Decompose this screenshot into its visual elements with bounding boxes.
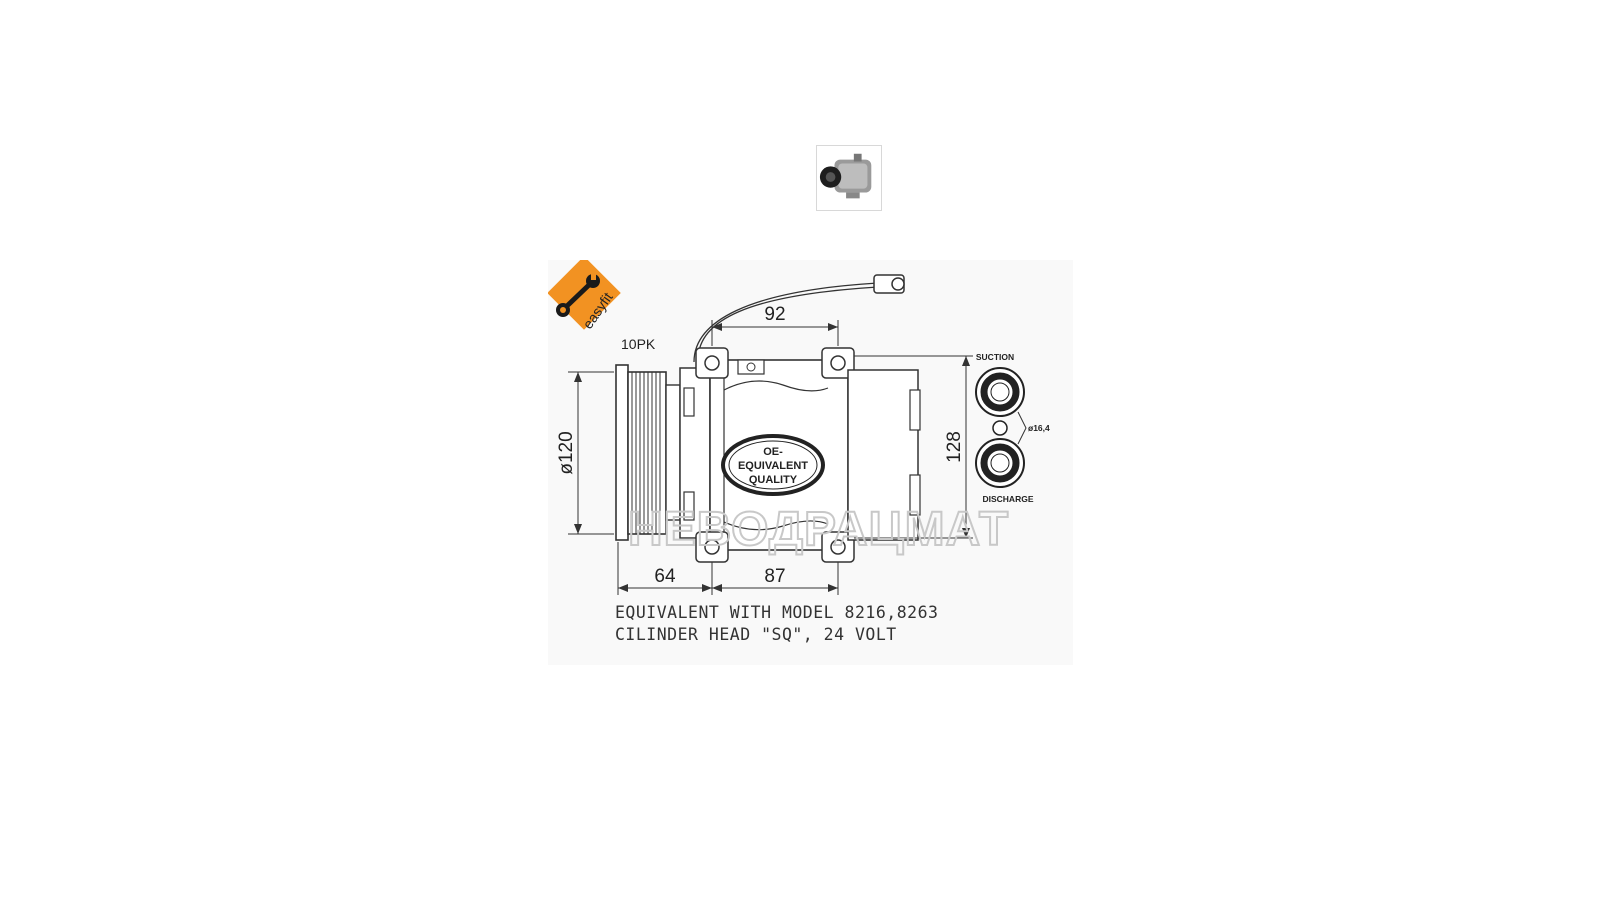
- dimension-pulley: ø120: [556, 371, 614, 535]
- technical-drawing: easyfit 10PK: [548, 260, 1073, 665]
- electrical-connector: [693, 274, 905, 363]
- compressor-photo-icon: [817, 146, 881, 210]
- discharge-label: DISCHARGE: [982, 494, 1033, 504]
- compressor-body: [679, 347, 921, 563]
- oe-line1: OE-: [763, 446, 783, 458]
- wrench-icon: [556, 274, 600, 317]
- dim-bottom-left-value: 64: [654, 566, 676, 587]
- oe-equivalent-badge: OE- EQUIVALENT QUALITY: [721, 434, 825, 496]
- watermark: НЕВОДРАЦМАТ: [628, 503, 1009, 556]
- dim-bottom-right-value: 87: [764, 566, 785, 587]
- belt-label: 10PK: [621, 336, 656, 352]
- oe-line3: QUALITY: [749, 474, 798, 486]
- dim-top-value: 92: [764, 304, 785, 325]
- note-line2: CILINDER HEAD "SQ", 24 VOLT: [615, 625, 897, 644]
- dimension-height: 128: [854, 355, 973, 539]
- pulley: [615, 364, 681, 541]
- port-diameter-label: ø16,4: [1028, 423, 1050, 433]
- port-detail: SUCTION ø16,4 DISCHARGE: [975, 352, 1050, 504]
- dimension-bottom: 64 87: [617, 542, 839, 595]
- oe-line2: EQUIVALENT: [738, 460, 808, 472]
- easyfit-badge: easyfit: [548, 260, 621, 332]
- dimension-top: 92: [711, 304, 839, 346]
- compressor-drawing: easyfit 10PK: [548, 260, 1050, 644]
- note-line1: EQUIVALENT WITH MODEL 8216,8263: [615, 603, 938, 622]
- product-thumbnail[interactable]: [816, 145, 882, 211]
- dim-pulley-value: ø120: [556, 431, 577, 474]
- dim-height-value: 128: [944, 431, 965, 463]
- suction-label: SUCTION: [976, 352, 1014, 362]
